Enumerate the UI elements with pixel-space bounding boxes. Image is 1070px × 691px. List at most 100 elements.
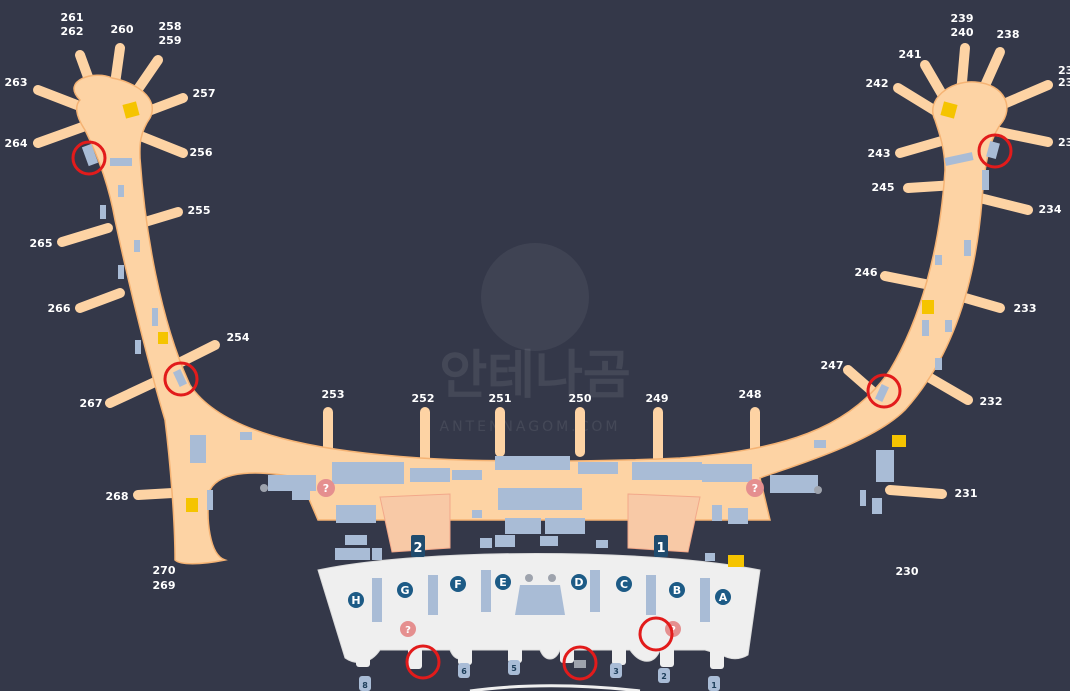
restroom-icons [122, 101, 958, 567]
gate-label: 254 [227, 331, 250, 344]
bus-stop: 2 [658, 668, 670, 683]
restroom-icon [122, 101, 140, 119]
counter-f: F [450, 576, 466, 592]
gate-label: 262 [61, 25, 84, 38]
bus-stop: 1 [708, 676, 720, 691]
info-icon: ? [400, 621, 416, 637]
gate-label: 245 [872, 181, 895, 194]
gate-label: 255 [188, 204, 211, 217]
gate-label: 233 [1014, 302, 1037, 315]
bus-stop: 3 [610, 663, 622, 678]
info-icon: ? [317, 479, 335, 497]
svg-text:?: ? [752, 482, 758, 495]
svg-text:3: 3 [613, 667, 619, 676]
highlight-circle [866, 373, 902, 409]
highlight-circle [71, 140, 107, 176]
gate-labels: 261 262 260 258 259 263 257 264 256 255 … [5, 11, 1070, 592]
gate-label: 268 [106, 490, 129, 503]
column-dots [260, 484, 822, 582]
counter-e: E [495, 574, 511, 590]
highlight-circle [977, 133, 1013, 169]
restroom-icon [158, 332, 168, 344]
gate-label: 246 [855, 266, 878, 279]
gate-label: 241 [899, 48, 922, 61]
bus-stop: 6 [458, 663, 470, 678]
gate-label: 230 [896, 565, 919, 578]
svg-text:C: C [620, 578, 628, 591]
gate-label: 258 [159, 20, 182, 33]
highlight-circle [638, 616, 674, 652]
curb-road [469, 684, 641, 691]
svg-text:G: G [400, 584, 409, 597]
floor-badge-left: 2 [411, 535, 425, 557]
svg-text:1: 1 [656, 541, 665, 556]
bus-stops: 8 6 5 3 2 1 [359, 660, 720, 691]
gate-label: 251 [489, 392, 512, 405]
gate-label: 248 [739, 388, 762, 401]
counter-g: G [397, 582, 413, 598]
gate-label: 243 [868, 147, 891, 160]
svg-text:8: 8 [362, 681, 368, 690]
svg-text:2: 2 [413, 541, 422, 556]
gate-label: 249 [646, 392, 669, 405]
highlight-circle [562, 645, 598, 681]
svg-text:B: B [673, 584, 681, 597]
restroom-icon [892, 435, 906, 447]
svg-text:5: 5 [511, 664, 517, 673]
gate-label: 270 [153, 564, 176, 577]
gate-label: 250 [569, 392, 592, 405]
watermark: 안테나곰 ANTENNAGOM.COM [439, 243, 631, 435]
svg-text:D: D [574, 576, 583, 589]
gate-label: 267 [80, 397, 103, 410]
gate-label: 238 [997, 28, 1020, 41]
gate-label: 260 [111, 23, 134, 36]
hatched-zones [379, 493, 701, 553]
svg-text:A: A [719, 591, 728, 604]
gate-label: 239 [951, 12, 974, 25]
restroom-icon [940, 101, 958, 119]
svg-text:?: ? [405, 625, 411, 636]
counter-d: D [571, 574, 587, 590]
gate-label: 231 [955, 487, 978, 500]
gate-label: 23 [1058, 136, 1070, 149]
highlight-circles [71, 133, 1013, 681]
gate-label: 257 [193, 87, 216, 100]
restroom-icon [186, 498, 198, 512]
gate-label: 261 [61, 11, 84, 24]
watermark-main: 안테나곰 [439, 346, 630, 406]
gate-label: 253 [322, 388, 345, 401]
counter-b: B [669, 582, 685, 598]
counter-h: H [348, 592, 364, 608]
gate-label: 264 [5, 137, 28, 150]
highlighted-counter [574, 660, 586, 668]
bus-stop: 5 [508, 660, 520, 675]
shop-blocks [81, 140, 1000, 561]
info-icon: ? [746, 479, 764, 497]
counter-a: A [715, 589, 731, 605]
gate-label: 266 [48, 302, 71, 315]
svg-text:2: 2 [661, 672, 667, 681]
gate-label: 242 [866, 77, 889, 90]
gate-label: 23 [1058, 64, 1070, 77]
gate-label: 240 [951, 26, 974, 39]
watermark-sub: ANTENNAGOM.COM [440, 419, 621, 435]
gate-label: 256 [190, 146, 213, 159]
restroom-icon [922, 300, 934, 314]
gate-label: 232 [980, 395, 1003, 408]
highlight-circle [405, 644, 441, 680]
gate-label: 247 [821, 359, 844, 372]
gate-label: 265 [30, 237, 53, 250]
bus-stop: 8 [359, 676, 371, 691]
counter-c: C [616, 576, 632, 592]
curb-bridges [356, 645, 724, 669]
checkin-islands [372, 570, 710, 622]
svg-text:H: H [351, 594, 360, 607]
svg-text:E: E [499, 576, 507, 589]
counter-badges[interactable]: H G F E D C B A [348, 574, 731, 608]
svg-text:1: 1 [711, 681, 717, 690]
svg-text:?: ? [323, 482, 329, 495]
gate-label: 259 [159, 34, 182, 47]
restroom-icon [728, 555, 744, 567]
svg-text:6: 6 [461, 667, 467, 676]
